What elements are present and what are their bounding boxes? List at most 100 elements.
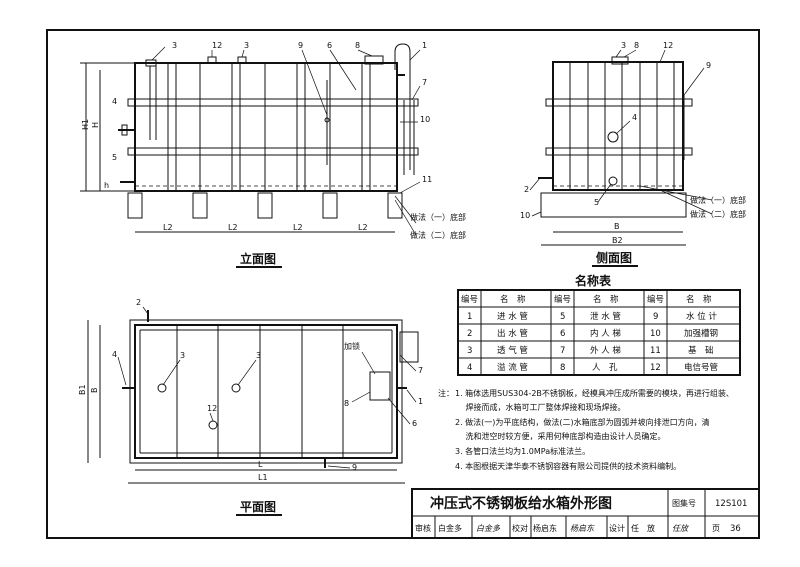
legend-header-no-3: 编号 bbox=[647, 294, 664, 305]
side-caption: 侧面图 bbox=[596, 250, 632, 265]
notes: 注： 1. 箱体选用SUS304-2B不锈钢板，经模具冲压成所需要的模块，再进行… bbox=[438, 388, 734, 471]
legend-cell: 12 bbox=[650, 363, 661, 373]
dim-l2-1: L2 bbox=[163, 223, 173, 232]
side-label-12: 12 bbox=[663, 41, 673, 50]
elev-label-5: 5 bbox=[112, 153, 117, 162]
check-label: 校对 bbox=[512, 523, 528, 533]
designer-name: 任 放 bbox=[631, 523, 655, 533]
title-block: 冲压式不锈钢板给水箱外形图 图集号 12S101 审核 白金多 白金多 校对 杨… bbox=[411, 488, 760, 539]
plan-label-7: 7 bbox=[418, 366, 423, 375]
side-callout-method2: 做法（二）底部 bbox=[690, 209, 746, 219]
side-view: B B2 3 8 12 9 4 2 5 10 做法（一）底部 做法（二）底部 侧… bbox=[520, 41, 746, 267]
legend-cell: 2 bbox=[467, 329, 472, 339]
page-label: 页 bbox=[712, 524, 720, 533]
legend-cell: 3 bbox=[467, 346, 472, 356]
legend-cell: 泄 水 管 bbox=[590, 311, 621, 322]
side-label-10: 10 bbox=[520, 211, 530, 220]
plan-view: L L1 B1 B 2 3 3 12 8 7 1 6 4 9 加锁 平面图 bbox=[78, 298, 423, 516]
note-line: 3. 各管口法兰均为1.0MPa标准法兰。 bbox=[455, 446, 590, 456]
elev-label-4: 4 bbox=[112, 97, 117, 106]
legend-cell: 1 bbox=[467, 312, 472, 322]
legend-cell: 4 bbox=[467, 363, 472, 373]
legend-cell: 9 bbox=[653, 312, 658, 322]
elev-label-10: 10 bbox=[420, 115, 430, 124]
legend-cell: 内 人 梯 bbox=[590, 328, 621, 339]
legend-cell: 人 孔 bbox=[592, 363, 618, 373]
check-signature: 杨启东 bbox=[570, 524, 595, 533]
dim-l2-3: L2 bbox=[293, 223, 303, 232]
side-dim-b: B bbox=[614, 222, 620, 231]
plan-dim-l1: L1 bbox=[258, 473, 268, 482]
legend-header-no-2: 编号 bbox=[554, 294, 571, 305]
elev-callout-method2: 做法（二）底部 bbox=[410, 230, 466, 240]
checker-name: 杨启东 bbox=[533, 523, 557, 533]
dim-l2-2: L2 bbox=[228, 223, 238, 232]
design-label: 设计 bbox=[609, 523, 625, 533]
reviewer-name: 白金多 bbox=[438, 523, 462, 533]
note-line: 1. 箱体选用SUS304-2B不锈钢板，经模具冲压成所需要的模块，再进行组装、 bbox=[455, 388, 734, 398]
legend-cell: 溢 流 管 bbox=[497, 362, 528, 373]
dim-h: H bbox=[91, 122, 100, 128]
dim-h1: H1 bbox=[81, 119, 90, 130]
page-number: 36 bbox=[730, 524, 741, 534]
legend-title: 名称表 bbox=[575, 273, 612, 288]
side-label-9: 9 bbox=[706, 61, 711, 70]
plan-label-1: 1 bbox=[418, 397, 423, 406]
plan-label-3a: 3 bbox=[180, 351, 185, 360]
plan-caption: 平面图 bbox=[240, 500, 276, 514]
legend-cell: 水 位 计 bbox=[686, 311, 717, 322]
legend-cell: 11 bbox=[650, 346, 661, 356]
legend-cell: 电信号管 bbox=[684, 362, 718, 373]
side-callout-method1: 做法（一）底部 bbox=[690, 195, 746, 205]
elev-label-7: 7 bbox=[422, 78, 427, 87]
plan-label-12: 12 bbox=[207, 404, 217, 413]
elev-label-9: 9 bbox=[298, 41, 303, 50]
plan-label-9: 9 bbox=[352, 463, 357, 472]
notes-lead: 注： bbox=[438, 388, 454, 398]
legend-cell: 透 气 管 bbox=[497, 345, 528, 356]
legend-cell: 基 础 bbox=[688, 345, 714, 356]
elev-callout-method1: 做法（一）底部 bbox=[410, 212, 466, 222]
elev-label-12: 12 bbox=[212, 41, 222, 50]
note-line: 4. 本图根据天津华泰不锈钢容器有限公司提供的技术资料编制。 bbox=[455, 461, 681, 471]
dim-l2-4: L2 bbox=[358, 223, 368, 232]
legend-cell: 6 bbox=[560, 329, 565, 339]
review-label: 审核 bbox=[415, 523, 431, 533]
legend-cell: 外 人 梯 bbox=[590, 345, 621, 356]
side-tank-body bbox=[552, 61, 684, 191]
drawing-title: 冲压式不锈钢板给水箱外形图 bbox=[430, 495, 612, 512]
plan-label-2: 2 bbox=[136, 298, 141, 307]
legend-header-name-2: 名 称 bbox=[593, 294, 619, 305]
elev-label-6: 6 bbox=[327, 41, 332, 50]
elev-label-1: 1 bbox=[422, 41, 427, 50]
side-label-3: 3 bbox=[621, 41, 626, 50]
legend-cell: 10 bbox=[650, 329, 661, 339]
note-line: 焊接而成，水箱可工厂整体焊接和现场焊接。 bbox=[455, 402, 626, 412]
plan-label-4: 4 bbox=[112, 350, 117, 359]
sheet-border bbox=[46, 29, 760, 539]
atlas-number: 12S101 bbox=[715, 499, 747, 509]
elevation-caption: 立面图 bbox=[240, 251, 276, 266]
legend-cell: 8 bbox=[560, 363, 565, 373]
plan-label-3b: 3 bbox=[256, 351, 261, 360]
note-line: 2. 做法(一)为平底结构，做法(二)水箱底部为圆弧并坡向排泄口方向，清 bbox=[455, 417, 710, 427]
elev-label-11: 11 bbox=[422, 175, 432, 184]
review-signature: 白金多 bbox=[476, 524, 501, 533]
side-label-8: 8 bbox=[634, 41, 639, 50]
elevation-view: H1 H h L2 L2 L2 L2 3 12 3 9 6 8 1 7 10 4… bbox=[80, 41, 466, 268]
atlas-label: 图集号 bbox=[672, 498, 696, 508]
elev-label-3b: 3 bbox=[244, 41, 249, 50]
legend-cell: 加强槽钢 bbox=[684, 328, 718, 339]
legend-cell: 进 水 管 bbox=[497, 311, 528, 322]
legend-cell: 出 水 管 bbox=[497, 328, 528, 339]
legend-header-name-3: 名 称 bbox=[686, 294, 712, 305]
design-signature: 任放 bbox=[672, 524, 690, 533]
legend-cell: 5 bbox=[560, 312, 565, 322]
legend-table: 名称表 编号 名 称 编号 名 称 编号 名 称 1 进 水 管 5 泄 水 管… bbox=[457, 273, 741, 376]
plan-callout-lock: 加锁 bbox=[344, 341, 360, 351]
side-label-5: 5 bbox=[594, 198, 599, 207]
elev-label-3a: 3 bbox=[172, 41, 177, 50]
side-label-4: 4 bbox=[632, 113, 637, 122]
legend-cell: 7 bbox=[560, 346, 565, 356]
